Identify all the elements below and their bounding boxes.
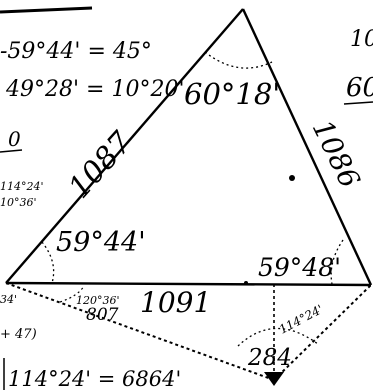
right-margin-note-1: 10 — [350, 27, 373, 52]
base-dot — [244, 281, 248, 285]
lower-dotted-segment-right — [273, 284, 372, 381]
margin-note-3: 0 — [8, 127, 21, 151]
margin-note-4: 114°24' — [0, 180, 44, 193]
center-dot — [289, 175, 295, 181]
triangle-base — [5, 281, 372, 287]
label-side-bottom: 1091 — [140, 286, 211, 319]
margin-note-6: 34' — [0, 293, 17, 306]
margin-note-5: 10°36' — [0, 196, 37, 209]
lower-arc-small — [59, 285, 85, 303]
top-rule — [0, 6, 93, 14]
right-margin-underline — [343, 101, 373, 105]
angle-arc-top — [204, 51, 273, 69]
label-segment-length: 807 — [86, 305, 119, 325]
angle-arc-left — [41, 241, 55, 284]
margin-note-7: + 47) — [0, 327, 37, 342]
label-angle-114: 114°24' — [277, 302, 325, 337]
label-small-angle: 120°36' — [76, 294, 120, 307]
right-margin-note-2: 60 — [346, 73, 373, 103]
bottom-arrow-marker — [264, 372, 284, 386]
label-angle-top: 60°18' — [184, 77, 280, 111]
lower-arc — [237, 327, 319, 347]
margin-note-8: 114°24' = 6864' — [8, 367, 181, 390]
margin-note-1: -59°44' = 45° — [0, 39, 152, 64]
label-angle-right: 59°48' — [258, 253, 341, 282]
label-side-left: 1087 — [62, 125, 140, 206]
triangle-right-side — [241, 8, 373, 286]
label-segment-short: 284 — [247, 345, 292, 371]
label-side-right: 1086 — [306, 115, 367, 194]
margin-underline — [0, 149, 23, 153]
triangle-left-side — [5, 8, 244, 284]
label-angle-left: 59°44' — [56, 227, 146, 258]
margin-note-2: 49°28' = 10°20' — [5, 77, 185, 102]
